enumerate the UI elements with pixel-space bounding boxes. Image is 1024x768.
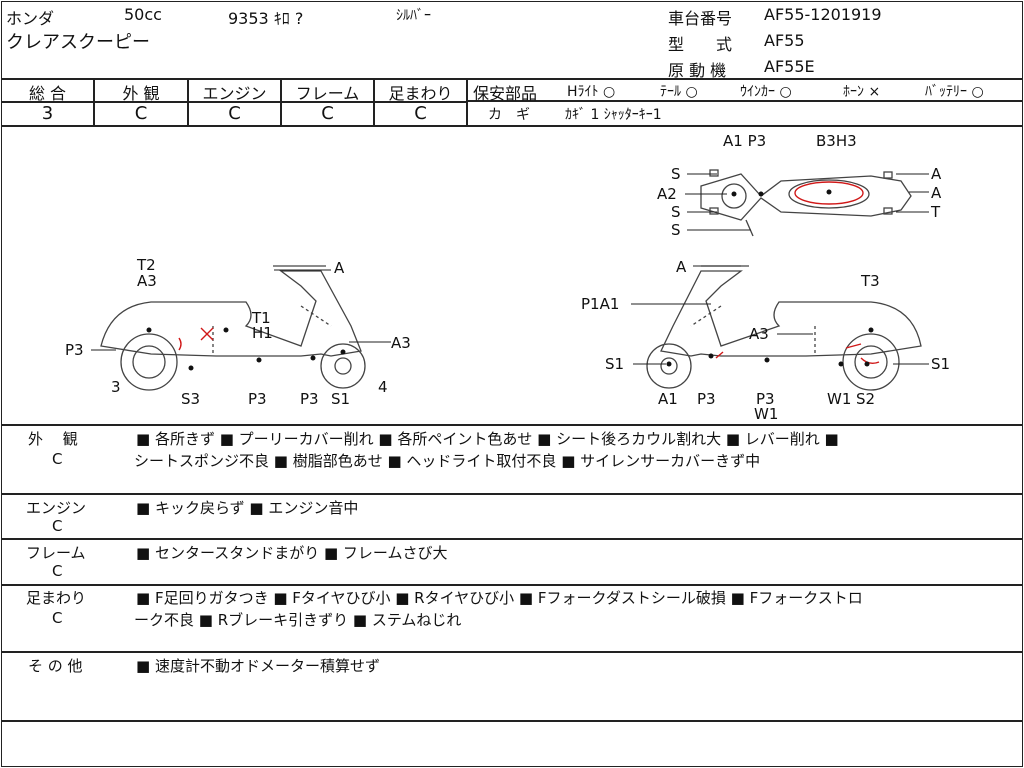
diagram-label: B3H3 [816, 132, 857, 150]
key-value: ｶｷﾞ 1 ｼｬｯﾀｰｷｰ1 [565, 107, 662, 123]
diagram-label: P3 [248, 390, 267, 408]
note-grade-suspension: C [52, 609, 63, 627]
diagram-label: P3 [65, 341, 84, 359]
diagram-label: A [931, 184, 942, 202]
note-text-other: ■ 速度計不動オドメーター積算せず [136, 657, 380, 675]
note-text-engine: ■ キック戻らず ■ エンジン音中 [136, 499, 359, 517]
grade-suspension: C [414, 103, 427, 124]
mileage: 9353 ｷﾛ ? [228, 9, 304, 28]
type-value: AF55 [764, 31, 805, 50]
diagram-label: T [930, 203, 941, 221]
note-grade-frame: C [52, 562, 63, 580]
model-name: クレアスクーピー [6, 32, 150, 53]
diagram-label: A3 [749, 325, 769, 343]
diagram-label: P3 [756, 390, 775, 408]
diagram-label: S [671, 221, 681, 239]
diagram-label: S3 [181, 390, 200, 408]
grade-engine: C [228, 103, 241, 124]
damage-marks [178, 181, 880, 365]
diagram-label: A [676, 258, 687, 276]
diagram-label: A [931, 165, 942, 183]
safety-label: 保安部品 [473, 84, 538, 103]
diagram-label: A1 [658, 390, 678, 408]
diagram-label: S2 [856, 390, 875, 408]
note-grade-engine: C [52, 517, 63, 535]
safety-winker: ｳｲﾝｶｰ ○ [740, 84, 792, 100]
grade-frame: C [321, 103, 334, 124]
diagram-label: P3 [697, 390, 716, 408]
note-text-exterior-2: シートスポンジ不良 ■ 樹脂部色あせ ■ ヘッドライト取付不良 ■ サイレンサー… [134, 452, 761, 470]
color: ｼﾙﾊﾞｰ [396, 8, 431, 24]
note-text-suspension-1: ■ F足回りガタつき ■ Fタイヤひび小 ■ Rタイヤひび小 ■ Fフォークダス… [136, 589, 863, 607]
diagram-label: W1 [827, 390, 851, 408]
note-grade-exterior: C [52, 450, 63, 468]
damage-diagram: A1 P3 B3H3 S A2 S S A A T T2 A3 A T1 H1 … [65, 132, 950, 423]
diagram-label: H1 [252, 324, 273, 342]
key-label: カ ギ [488, 107, 530, 123]
scooter-top-view [700, 169, 912, 237]
diagram-label: A3 [391, 334, 411, 352]
note-label-frame: フレーム [26, 544, 86, 562]
diagram-label: 3 [111, 378, 121, 396]
safety-battery: ﾊﾞｯﾃﾘｰ ○ [925, 84, 984, 100]
grade-header-engine: エンジン [202, 84, 267, 103]
note-text-exterior-1: ■ 各所きず ■ プーリーカバー削れ ■ 各所ペイント色あせ ■ シート後ろカウ… [136, 430, 839, 448]
grade-exterior: C [134, 103, 148, 124]
note-label-other: そ の 他 [28, 657, 83, 675]
safety-headlight: Hﾗｲﾄ ○ [567, 84, 616, 100]
frame-no-label: 車台番号 [668, 9, 733, 28]
note-text-frame: ■ センタースタンドまがり ■ フレームさび大 [136, 544, 448, 562]
diagram-label: S1 [605, 355, 624, 373]
diagram-label: P1A1 [581, 295, 619, 313]
maker: ホンダ [6, 9, 55, 28]
diagram-label: T2 [136, 256, 156, 274]
engine-value: AF55E [764, 57, 815, 76]
diagram-label: S [671, 165, 681, 183]
grade-total: 3 [41, 103, 54, 124]
scooter-left-view [100, 265, 366, 391]
displacement: 50cc [124, 5, 162, 24]
safety-horn: ﾎｰﾝ × [843, 84, 881, 100]
grade-header-total: 総 合 [28, 84, 67, 103]
grade-header-suspension: 足まわり [388, 84, 453, 103]
diagram-label: A3 [137, 272, 157, 290]
diagram-label: A2 [657, 185, 677, 203]
diagram-label: A [334, 259, 345, 277]
note-label-exterior: 外 観 [28, 430, 78, 448]
diagram-label: A1 P3 [723, 132, 766, 150]
diagram-label: W1 [754, 405, 778, 423]
type-label: 型 式 [668, 35, 733, 54]
diagram-label: T1 [251, 309, 271, 327]
frame-no: AF55-1201919 [764, 5, 882, 24]
diagram-label: S1 [331, 390, 350, 408]
diagram-label: 4 [378, 378, 388, 396]
grade-header-exterior: 外 観 [122, 84, 160, 103]
safety-tail: ﾃｰﾙ ○ [660, 84, 698, 100]
diagram-label: P3 [300, 390, 319, 408]
diagram-label: S [671, 203, 681, 221]
scooter-right-view [646, 265, 922, 391]
note-label-engine: エンジン [26, 499, 87, 517]
note-label-suspension: 足まわり [26, 589, 87, 607]
diagram-label: S1 [931, 355, 950, 373]
diagram-label: T3 [860, 272, 880, 290]
engine-label: 原 動 機 [668, 61, 727, 80]
note-text-suspension-2: ーク不良 ■ Rブレーキ引きずり ■ ステムねじれ [134, 611, 462, 629]
grade-header-frame: フレーム [295, 84, 360, 103]
